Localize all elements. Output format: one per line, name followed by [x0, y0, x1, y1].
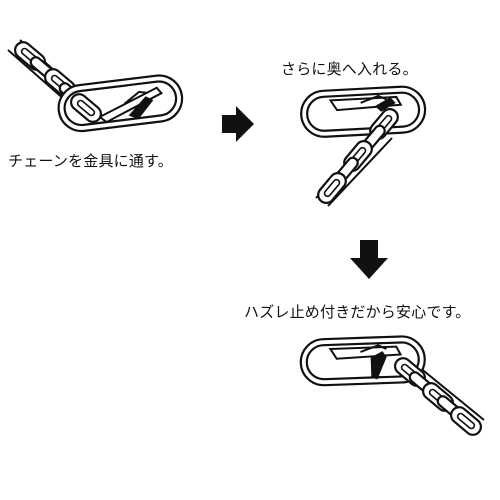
step-1-illustration [7, 37, 186, 135]
step-1-caption: チェーンを金具に通す。 [8, 152, 173, 170]
arrow-down-icon [350, 240, 388, 279]
step-3-illustration [298, 334, 486, 440]
step-2-caption: さらに奥へ入れる。 [281, 60, 418, 78]
step-2-illustration [298, 84, 428, 208]
carabiner [298, 84, 428, 140]
carabiner [298, 334, 427, 388]
arrow-right-icon [222, 106, 254, 142]
step-3-caption: ハズレ止め付きだから安心です。 [244, 303, 471, 321]
carabiner [54, 71, 186, 135]
